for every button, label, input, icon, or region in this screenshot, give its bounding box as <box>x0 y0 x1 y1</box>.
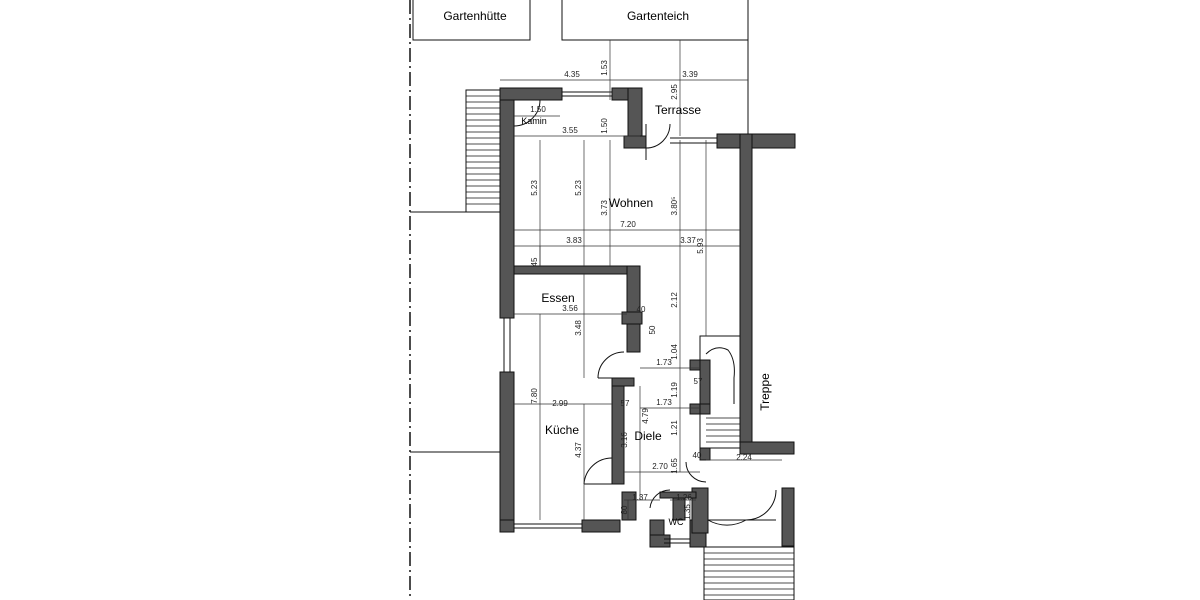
dimension-label: 5.23 <box>574 180 583 196</box>
left-outdoor-steps <box>465 89 502 213</box>
dimension-label: 4.37 <box>574 442 583 458</box>
dimension-label: 3.48 <box>574 320 583 336</box>
dimension-label: 1.26 <box>676 493 692 502</box>
room-label-kueche: Küche <box>545 423 579 437</box>
front-outdoor-steps <box>703 546 795 600</box>
dimension-lines <box>500 40 782 520</box>
dimension-label: 1.04 <box>670 344 679 360</box>
dimension-label: 3.73 <box>600 200 609 216</box>
windows <box>503 91 717 544</box>
dimension-label: 1.21 <box>670 420 679 436</box>
dimension-label: 4.35 <box>564 70 580 79</box>
staircase <box>699 335 741 449</box>
dimension-label: 2.24 <box>736 453 752 462</box>
room-label-diele: Diele <box>634 429 662 443</box>
room-label-wohnen: Wohnen <box>609 196 653 210</box>
dimension-label: 7.80 <box>530 388 539 404</box>
dimension-label: 1.37 <box>632 493 648 502</box>
room-label-treppe: Treppe <box>758 373 772 411</box>
dimension-label: 2.12 <box>670 292 679 308</box>
walls <box>499 87 796 548</box>
dimension-label: 50 <box>648 325 657 334</box>
dimension-label: 3.56 <box>562 304 578 313</box>
dimension-label: 40 <box>637 305 646 314</box>
dimension-label: 5.93 <box>696 238 705 254</box>
dimension-label: 1.73 <box>656 398 672 407</box>
dimension-label: 80 <box>620 505 629 514</box>
dimension-label: 7.20 <box>620 220 636 229</box>
dimension-label: 1.35 <box>683 504 692 520</box>
room-label-gartenteich: Gartenteich <box>627 9 689 23</box>
dimension-label: 4.79 <box>641 408 650 424</box>
dimension-label: 3.55 <box>562 126 578 135</box>
gartenhuette-outline <box>412 0 531 41</box>
room-label-terrasse: Terrasse <box>655 103 701 117</box>
dimension-label: 5.23 <box>530 180 539 196</box>
dimension-label: 57 <box>621 399 630 408</box>
dimension-label: 1.19 <box>670 382 679 398</box>
dimension-label: 1.65 <box>670 458 679 474</box>
dimension-label: 1.73 <box>656 358 672 367</box>
dimension-label: 40 <box>693 451 702 460</box>
dimension-label: 3.16 <box>620 432 629 448</box>
dimension-label: 3.80⁵ <box>670 197 679 216</box>
dimension-label: 1.50 <box>600 118 609 134</box>
dimension-label: 57 <box>694 377 703 386</box>
dimension-label: 2.95 <box>670 84 679 100</box>
room-label-essen: Essen <box>541 291 574 305</box>
dimension-label: 1.53 <box>600 60 609 76</box>
dimension-label: 3.83 <box>566 236 582 245</box>
room-label-wc: WC <box>669 517 684 527</box>
dimension-label: 2.70 <box>652 462 668 471</box>
dimension-label: 1.50 <box>530 105 546 114</box>
dimension-label: 2.99 <box>552 399 568 408</box>
dimension-label: 3.39 <box>682 70 698 79</box>
dimension-label: 3.37 <box>680 236 696 245</box>
gartenteich-outline <box>561 0 749 41</box>
room-label-gartenhuette: Gartenhütte <box>443 9 507 23</box>
door-swings <box>513 99 777 526</box>
room-label-kamin: Kamin <box>521 116 547 126</box>
dimension-label: 45 <box>530 257 539 266</box>
